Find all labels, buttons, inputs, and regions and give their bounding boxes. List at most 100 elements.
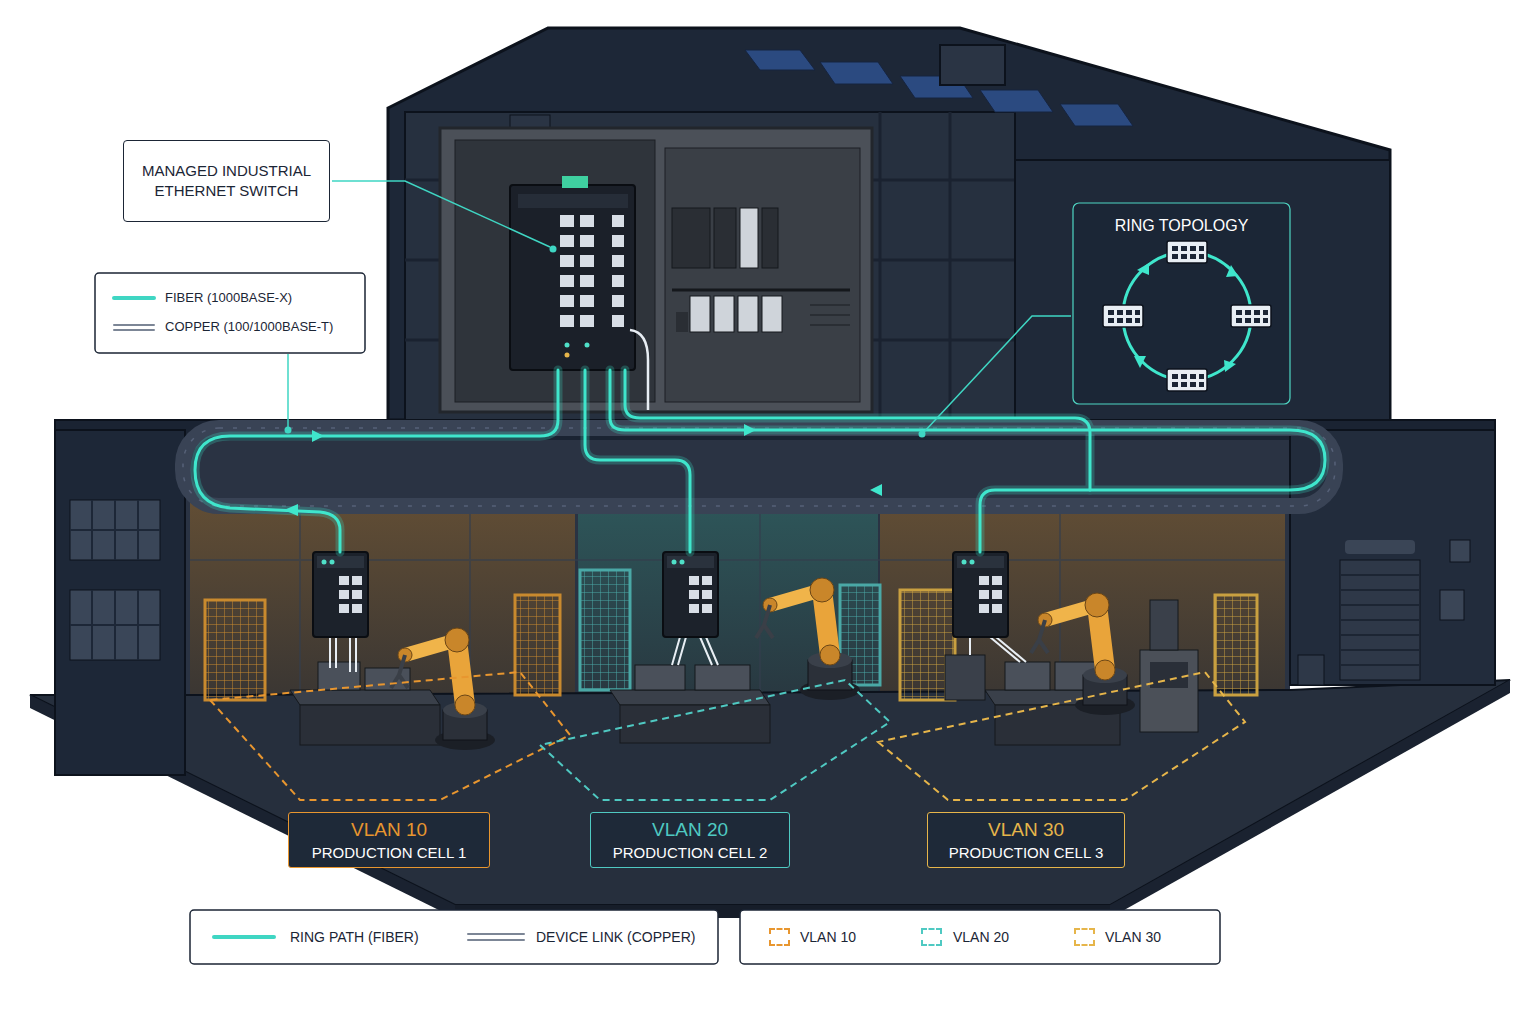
vlan-zones: [210, 672, 570, 800]
left-wing: [55, 430, 185, 775]
ring-topology-panel: [1190, 382, 1196, 387]
ring-topology-panel: [1190, 374, 1196, 379]
cell-switches: [313, 552, 1008, 637]
workbenches: [1005, 662, 1050, 690]
ring-topology-panel: [1135, 318, 1140, 323]
node-subtext: PRODUCTION CELL 2: [613, 843, 767, 863]
ring-topology-panel: [1181, 246, 1187, 251]
ring-topology-panel: [1167, 369, 1207, 391]
main-switch: [612, 315, 624, 327]
flow-arrows: [284, 424, 882, 516]
cabinet: [690, 296, 710, 332]
cabinet: [810, 305, 850, 325]
main-switch: [560, 215, 574, 227]
main-switch: [580, 275, 594, 287]
node-heading: VLAN 30: [988, 817, 1064, 843]
vlan-label-box: VLAN 10PRODUCTION CELL 1: [288, 812, 490, 868]
cabinet: [738, 296, 758, 332]
main-switch: [612, 215, 624, 227]
vlan-label-box: VLAN 20PRODUCTION CELL 2: [590, 812, 790, 868]
main-switch: [518, 194, 628, 208]
ring-topology-panel: [1181, 374, 1187, 379]
main-switch: [580, 255, 594, 267]
workbenches: [945, 655, 985, 700]
fiber-ring: [195, 370, 558, 552]
main-switch: [510, 185, 635, 370]
ring-topology-panel: [1236, 318, 1242, 323]
vlan-zones: [540, 680, 890, 800]
lower-building: [578, 500, 878, 710]
ring-topology-panel: [1126, 310, 1132, 315]
legend-text: VLAN 10: [800, 929, 856, 946]
ring-topology-panel: [1199, 374, 1204, 379]
robots: [1031, 593, 1135, 715]
vlan-zones: [210, 672, 1245, 800]
main-switch: [560, 255, 574, 267]
node-heading: VLAN 20: [652, 817, 728, 843]
ring-topology-panel: [1137, 263, 1149, 275]
legend-text: COPPER (100/1000BASE-T): [165, 319, 333, 335]
cabinet: [714, 296, 734, 332]
ring-topology-panel: [1172, 382, 1178, 387]
lower-building: [30, 680, 1510, 905]
node-subtext: PRODUCTION CELL 3: [949, 843, 1103, 863]
ring-topology-panel: [1263, 318, 1268, 323]
ring-topology-panel: [1167, 241, 1207, 263]
legend-line-samples: [468, 934, 524, 940]
cabinet: [440, 128, 872, 412]
ring-topology-panel: [1254, 310, 1260, 315]
legend-line-samples: [114, 296, 154, 300]
cabinet: [672, 208, 710, 268]
garage-wing: [1340, 575, 1420, 665]
upper-hall: [388, 28, 1390, 420]
flow-arrows: [284, 504, 298, 516]
garage-wing: [1440, 590, 1464, 620]
main-switch: [580, 215, 594, 227]
workbenches: [1150, 662, 1188, 688]
main-switch: [612, 275, 624, 287]
main-switch: [562, 176, 588, 188]
garage-wing: [1298, 655, 1324, 685]
ring-topology-panel: [1181, 254, 1187, 259]
copper-device-links: [330, 637, 1026, 672]
workbenches: [1140, 650, 1198, 732]
upper-hall: [388, 28, 1390, 420]
main-switch: [560, 315, 574, 327]
cabinet: [455, 140, 655, 402]
callout-box: MANAGED INDUSTRIAL ETHERNET SWITCH: [123, 140, 330, 222]
solar-panels: [1060, 104, 1133, 126]
main-switch: [565, 353, 570, 358]
fences: [1215, 595, 1257, 695]
legend-line-samples: [214, 935, 274, 939]
legend-text: DEVICE LINK (COPPER): [536, 929, 695, 946]
leader-lines: [287, 354, 289, 428]
legend-text: FIBER (1000BASE-X): [165, 290, 292, 306]
main-switch: [612, 235, 624, 247]
ring-topology-panel: [1073, 203, 1290, 404]
left-wing: [70, 500, 160, 560]
ring-topology-panel: [1135, 310, 1140, 315]
solar-panels: [745, 50, 815, 70]
ring-topology-panel: [1199, 382, 1204, 387]
garage-wing: [1450, 540, 1470, 562]
legend-swatch: [769, 928, 790, 946]
flow-arrows: [870, 484, 882, 496]
garage-wing: [1340, 560, 1420, 680]
ring-topology-panel: [1263, 310, 1268, 315]
ring-topology-panel: [1117, 310, 1123, 315]
fences: [580, 570, 630, 690]
fiber-ring: [585, 370, 690, 552]
cabinet: [440, 128, 872, 412]
legend-boxes: [740, 910, 1220, 964]
ring-topology-panel: [1103, 305, 1143, 327]
fences: [205, 600, 265, 700]
legend-swatch: [1074, 928, 1095, 946]
ring-topology-panel: [1236, 310, 1242, 315]
left-wing: [70, 590, 160, 660]
leader-lines: [288, 181, 1071, 432]
ring-topology-panel: [1199, 254, 1204, 259]
workbenches: [635, 665, 685, 690]
legend-text: VLAN 20: [953, 929, 1009, 946]
ring-topology-panel: [1226, 265, 1238, 277]
ring-topology-panel: [1108, 246, 1268, 387]
